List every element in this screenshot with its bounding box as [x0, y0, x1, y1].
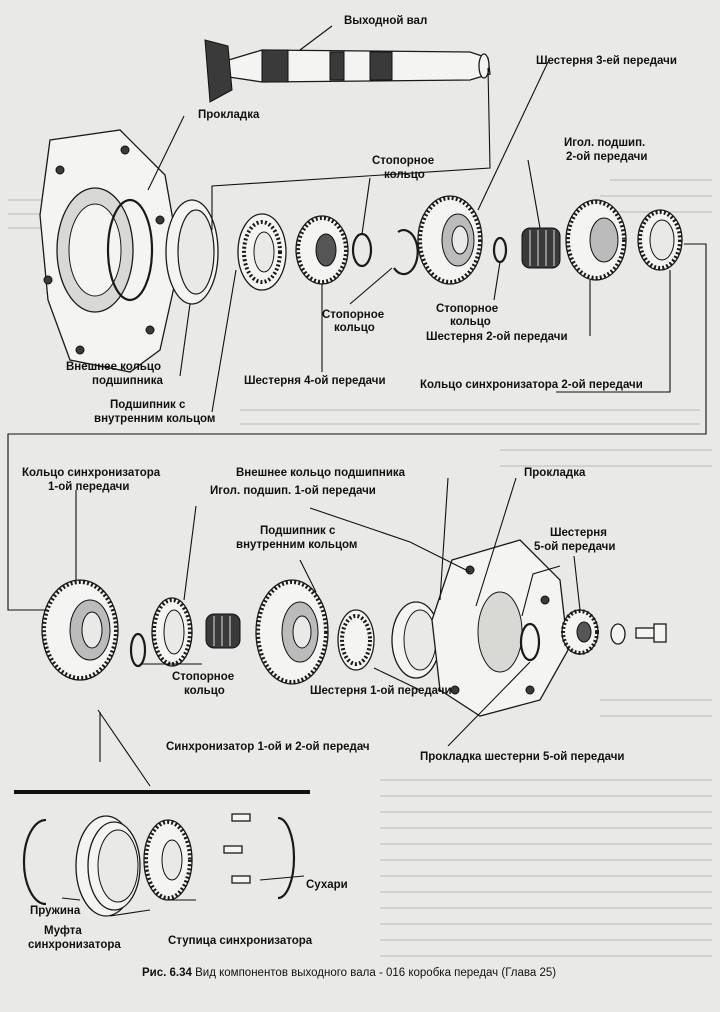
label-gear1: Шестерня 1-ой передачи — [310, 685, 452, 697]
gear4-part — [295, 215, 349, 285]
figure-caption-text: Вид компонентов выходного вала - 016 кор… — [192, 967, 556, 979]
label-snap-ring-top-1: Стопорное — [372, 155, 434, 167]
sleeve-part — [75, 815, 141, 917]
background-text-texture — [8, 179, 712, 957]
label-gear4: Шестерня 4-ой передачи — [244, 375, 386, 387]
gear2-part — [565, 199, 627, 281]
label-keys: Сухари — [306, 879, 348, 891]
label-snap-ring-mid-2: кольцо — [334, 322, 375, 334]
label-gasket-top: Прокладка — [198, 109, 260, 121]
label-gear2: Шестерня 2-ой передачи — [426, 331, 568, 343]
label-outer-race-1: Внешнее кольцо — [66, 361, 161, 373]
label-needle1: Игол. подшип. 1-ой передачи — [210, 485, 376, 497]
label-outer-race-2: подшипника — [92, 375, 163, 387]
snap-ring-right — [492, 236, 508, 264]
needle-bearing-gear2 — [521, 227, 561, 269]
label-sync-ring2: Кольцо синхронизатора 2-ой передачи — [420, 379, 643, 391]
label-snap-ring-right-2: кольцо — [450, 316, 491, 328]
label-output-shaft: Выходной вал — [344, 15, 427, 27]
gear5-gasket-part — [519, 622, 541, 662]
output-shaft — [204, 39, 491, 103]
snap-ring-top-a — [351, 232, 373, 268]
snap-ring-top-b — [393, 229, 419, 276]
snap-ring-low — [129, 632, 147, 668]
bolt — [635, 623, 667, 643]
label-sync-ring1-1: Кольцо синхронизатора — [22, 467, 161, 479]
sync-ring-gear2 — [637, 209, 683, 271]
outer-bearing-race-low — [391, 601, 441, 679]
gear5-part — [561, 609, 599, 655]
synchronizer-12-part — [41, 579, 119, 681]
rear-cover — [431, 539, 569, 717]
label-gear5-gasket: Прокладка шестерни 5-ой передачи — [420, 751, 624, 763]
sync-ring-gear1 — [151, 597, 193, 667]
label-gasket-low: Прокладка — [524, 467, 586, 479]
spring-part — [22, 818, 47, 906]
label-synchro12: Синхронизатор 1-ой и 2-ой передач — [166, 741, 370, 753]
synchronizer-inset-frame — [14, 790, 310, 794]
label-sleeve-2: синхронизатора — [28, 939, 121, 951]
gear1-part — [255, 579, 329, 685]
label-needle2-2: 2-ой передачи — [566, 151, 647, 163]
hub-part — [143, 819, 193, 901]
washer — [610, 623, 626, 645]
label-bearing-inner-low-1: Подшипник с — [260, 525, 336, 537]
label-gear5-2: 5-ой передачи — [534, 541, 615, 553]
transmission-housing — [39, 129, 181, 373]
label-outer-race-low: Внешнее кольцо подшипника — [236, 467, 406, 479]
label-spring: Пружина — [30, 905, 81, 917]
needle-bearing-gear1 — [205, 613, 241, 649]
label-snap-ring-low-1: Стопорное — [172, 671, 234, 683]
gear3-part — [417, 195, 483, 285]
label-bearing-inner-low-2: внутренним кольцом — [236, 539, 357, 551]
leader-lines — [61, 25, 671, 917]
label-bearing-inner-2: внутренним кольцом — [94, 413, 215, 425]
gasket-top — [106, 198, 154, 302]
label-hub: Ступица синхронизатора — [168, 935, 313, 947]
label-snap-ring-top-2: кольцо — [384, 169, 425, 181]
label-gear5-1: Шестерня — [550, 527, 607, 539]
keys-part — [223, 813, 251, 884]
figure-number: Рис. 6.34 — [142, 967, 193, 979]
label-snap-ring-right-1: Стопорное — [436, 303, 498, 315]
label-snap-ring-mid-1: Стопорное — [322, 309, 384, 321]
label-needle2-1: Игол. подшип. — [564, 137, 645, 149]
roller-bearing-top — [237, 213, 287, 291]
label-gear3: Шестерня 3-ей передачи — [536, 55, 677, 67]
outer-bearing-race-top — [165, 199, 219, 305]
figure-caption: Рис. 6.34 Вид компонентов выходного вала… — [142, 967, 556, 979]
label-snap-ring-low-2: кольцо — [184, 685, 225, 697]
label-bearing-inner-1: Подшипник с — [110, 399, 186, 411]
label-sync-ring1-2: 1-ой передачи — [48, 481, 129, 493]
label-sleeve-1: Муфта — [44, 925, 82, 937]
roller-bearing-low — [337, 609, 375, 671]
